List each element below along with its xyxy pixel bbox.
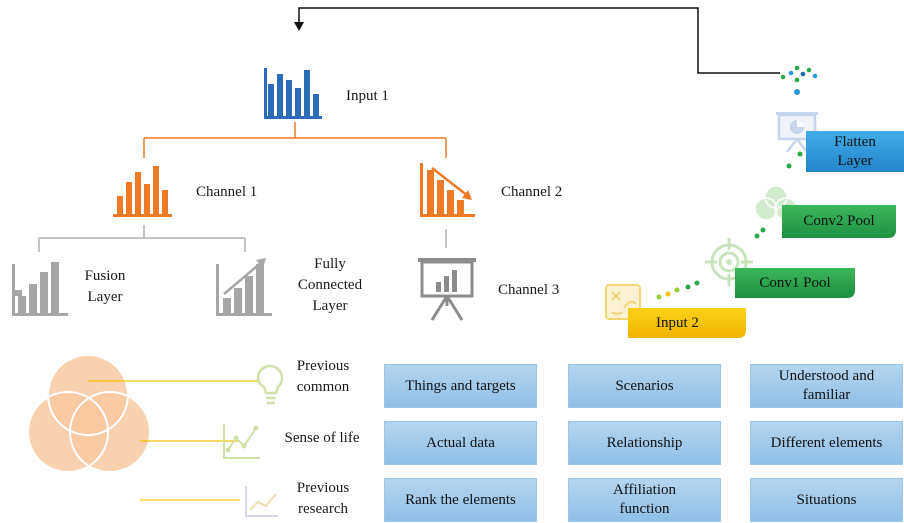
feedback-arrow — [294, 7, 780, 74]
cell-different-elements: Different elements — [750, 421, 903, 465]
input2-tag — [628, 308, 746, 338]
cell-actual-data: Actual data — [384, 421, 537, 465]
conv1-tag — [735, 268, 855, 298]
conv1-label: Conv1 Pool — [759, 274, 831, 291]
bar-chart-icon — [264, 68, 322, 119]
presentation-pie-icon — [776, 112, 818, 153]
flatten-layer-label: Flatten Layer — [834, 133, 876, 169]
cell-situations: Situations — [750, 478, 903, 522]
lightbulb-icon — [256, 364, 284, 405]
channel2-label: Channel 2 — [501, 184, 563, 200]
conv2-label: Conv2 Pool — [803, 213, 875, 229]
bar-chart-down-icon — [420, 163, 475, 217]
channel1-label: Channel 1 — [196, 184, 258, 200]
cell-scenarios: Scenarios — [568, 364, 721, 408]
row-label-previous-research: Previous research — [296, 480, 350, 517]
bar-chart-icon — [113, 166, 172, 217]
tree-connectors — [38, 122, 447, 252]
cell-things-and-targets: Things and targets — [384, 364, 537, 408]
fusion-layer-label: Fusion Layer — [84, 268, 126, 305]
input1-label: Input 1 — [346, 88, 389, 104]
cell-relationship: Relationship — [568, 421, 721, 465]
row-label-sense-of-life: Sense of life — [284, 430, 360, 446]
channel3-label: Channel 3 — [498, 282, 560, 298]
input2-label: Input 2 — [656, 314, 699, 331]
venn-icon — [27, 354, 151, 473]
presentation-board-icon — [418, 258, 476, 321]
bar-chart-up-icon — [216, 258, 272, 316]
target-icon — [705, 238, 753, 286]
row-label-previous-common: Previous common — [296, 358, 350, 395]
dotted-trail — [656, 65, 818, 300]
cell-rank-the-elements: Rank the elements — [384, 478, 537, 522]
fully-connected-layer-label: Fully Connected Layer — [297, 256, 363, 314]
conv2-tag — [782, 205, 896, 238]
line-chart-icon — [245, 486, 278, 517]
line-chart-icon — [223, 424, 260, 459]
flatten-tag — [806, 131, 904, 172]
bar-chart-icon — [12, 262, 68, 316]
